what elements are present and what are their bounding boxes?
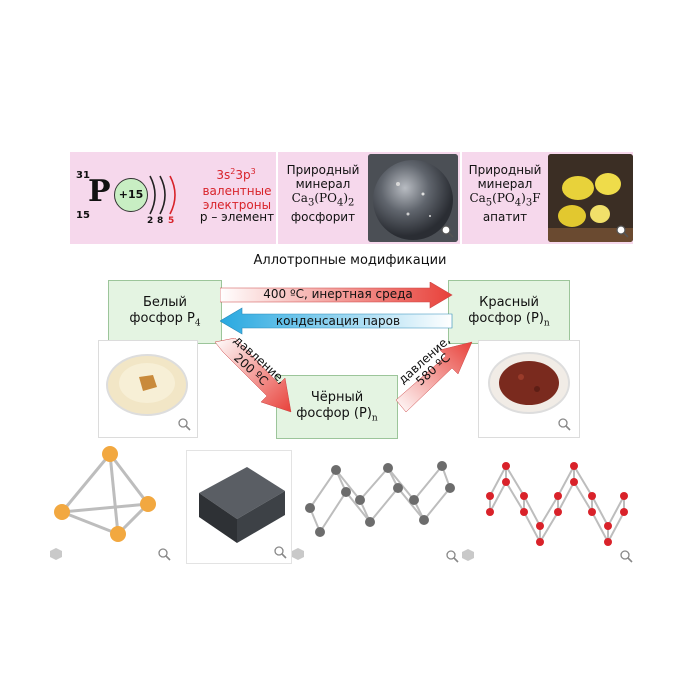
diagram-title: Аллотропные модификации <box>253 253 447 268</box>
zoom-icon[interactable] <box>158 548 171 561</box>
phosphorite-photo[interactable] <box>368 154 458 242</box>
valence-line2: электроны <box>202 198 272 212</box>
electron-shells-icon <box>149 175 176 215</box>
mineral-apatite-text: Природный минерал Ca5(PO4)3F апатит <box>460 163 550 224</box>
zoom-icon[interactable] <box>620 550 633 563</box>
arrow-right-label: 400 ºC, инертная среда <box>263 287 413 301</box>
mineral-formula: Ca5(PO4)3F <box>469 191 541 209</box>
zoom-icon[interactable] <box>558 418 571 431</box>
mineral-line2: минерал <box>477 177 533 191</box>
bowl-red-icon <box>488 352 570 414</box>
black-subscript: n <box>371 413 378 424</box>
3d-cube-icon[interactable] <box>462 549 474 561</box>
zoom-icon[interactable] <box>441 225 454 238</box>
red-line1: Красный <box>479 295 539 310</box>
shell-count-2: 8 <box>157 216 164 226</box>
red-structure-icon[interactable] <box>478 456 638 556</box>
3d-cube-icon[interactable] <box>50 548 62 560</box>
mineral-line1: Природный <box>286 163 360 177</box>
black-block-icon <box>199 467 285 543</box>
config-s: 3s <box>216 168 231 182</box>
red-subscript: n <box>543 318 550 329</box>
shell-count-3: 5 <box>168 216 175 226</box>
atomic-number: 15 <box>76 210 90 221</box>
config-s-exp: 2 <box>230 167 236 176</box>
white-subscript: 4 <box>194 318 201 329</box>
red-phosphorus-photo[interactable] <box>478 340 580 438</box>
transition-arrows-icon <box>220 282 453 335</box>
valence-label: валентные электроны <box>196 181 278 212</box>
mass-number: 31 <box>76 170 90 181</box>
zoom-icon[interactable] <box>616 225 629 238</box>
electron-config: 3s23p3 <box>200 165 272 182</box>
arrow-up-icon <box>395 341 473 413</box>
arrow-left-label: конденсация паров <box>275 314 401 328</box>
mineral-name: фосфорит <box>290 210 356 225</box>
element-type: p – элемент <box>199 210 275 224</box>
element-symbol: P <box>88 174 111 209</box>
strip-separator <box>276 152 278 244</box>
strip-separator <box>460 152 462 244</box>
nucleus-charge: +15 <box>114 178 148 212</box>
shell-count-1: 2 <box>147 216 154 226</box>
mineral-formula: Ca3(PO4)2 <box>291 191 355 209</box>
red-line2: фосфор (P)n <box>449 311 569 332</box>
white-p4-structure-icon[interactable] <box>40 440 170 570</box>
white-line2: фосфор P4 <box>109 311 221 332</box>
red-name: фосфор (P) <box>468 311 544 326</box>
zoom-icon[interactable] <box>446 550 459 563</box>
black-line1: Чёрный <box>310 390 364 405</box>
red-phosphorus-box: Красный фосфор (P)n <box>448 280 570 344</box>
mineral-name: апатит <box>482 210 528 225</box>
mineral-phosphorite-text: Природный минерал Ca3(PO4)2 фосфорит <box>278 163 368 224</box>
black-line2: фосфор (P)n <box>277 406 397 427</box>
white-name: фосфор P <box>129 311 195 326</box>
apatite-photo[interactable] <box>548 154 633 242</box>
3d-cube-icon[interactable] <box>292 548 304 560</box>
white-phosphorus-photo[interactable] <box>98 340 198 438</box>
black-phosphorus-box: Чёрный фосфор (P)n <box>276 375 398 439</box>
black-name: фосфор (P) <box>296 406 372 421</box>
white-phosphorus-box: Белый фосфор P4 <box>108 280 222 344</box>
config-p: 3p <box>235 168 251 182</box>
zoom-icon[interactable] <box>274 546 287 559</box>
valence-line1: валентные <box>202 184 272 198</box>
black-phosphorus-photo[interactable] <box>186 450 292 564</box>
zoom-icon[interactable] <box>178 418 191 431</box>
mineral-line2: минерал <box>295 177 351 191</box>
white-line1: Белый <box>143 295 187 310</box>
bowl-white-icon <box>106 354 188 416</box>
info-strip <box>70 152 633 244</box>
mineral-line1: Природный <box>468 163 542 177</box>
black-structure-icon[interactable] <box>296 448 466 568</box>
arrow-down-icon <box>214 338 292 413</box>
config-p-exp: 3 <box>250 167 256 176</box>
